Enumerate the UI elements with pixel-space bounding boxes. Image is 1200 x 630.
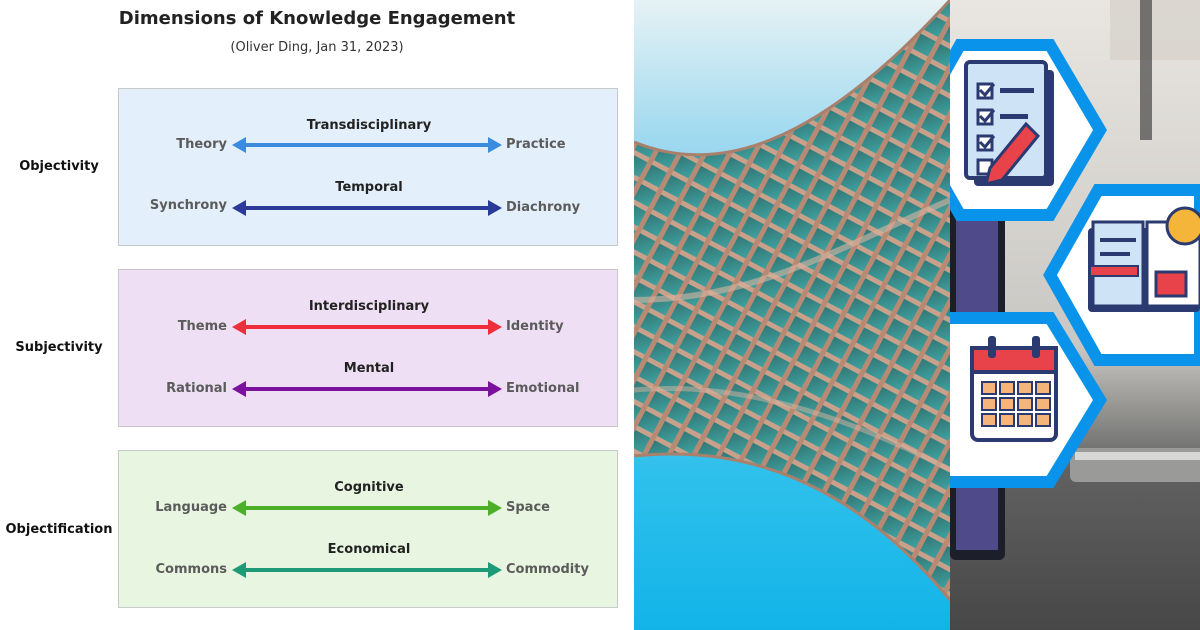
architecture-photo bbox=[634, 0, 950, 630]
dimension-left-label: Language bbox=[155, 500, 227, 515]
arrow-head-right bbox=[488, 381, 502, 397]
dimension-left-label: Synchrony bbox=[149, 198, 227, 213]
arrow-head-right bbox=[488, 562, 502, 578]
arrow-head-right bbox=[488, 319, 502, 335]
group-label-objectivity: Objectivity bbox=[19, 159, 99, 174]
dimension-title: Economical bbox=[327, 542, 411, 557]
arrow-head-left bbox=[232, 500, 246, 516]
dimension-right-label: Practice bbox=[506, 137, 566, 152]
dimension-left-label: Theme bbox=[177, 319, 227, 334]
double-arrow bbox=[232, 562, 502, 578]
checklist-notebook-calendar-image bbox=[950, 0, 1200, 630]
arrow-head-left bbox=[232, 200, 246, 216]
diagram-panel: Dimensions of Knowledge Engagement (Oliv… bbox=[5, 8, 618, 608]
arrow-head-right bbox=[488, 500, 502, 516]
group-box-subjectivity: Interdisciplinary Theme Identity Mental … bbox=[118, 269, 618, 427]
arrow-head-right bbox=[488, 200, 502, 216]
dimension-title: Interdisciplinary bbox=[308, 299, 430, 314]
group-box-objectivity: Transdisciplinary Theory Practice Tempor… bbox=[118, 88, 618, 246]
arrow-head-left bbox=[232, 319, 246, 335]
double-arrow bbox=[232, 500, 502, 516]
diagram-title: Dimensions of Knowledge Engagement bbox=[118, 8, 516, 29]
dimension-left-label: Theory bbox=[176, 137, 227, 152]
notebook-lightbulb-icon bbox=[1043, 184, 1200, 366]
dimension-right-label: Space bbox=[506, 500, 550, 515]
dimension-left-label: Rational bbox=[166, 381, 227, 396]
double-arrow bbox=[232, 200, 502, 216]
dimension-right-label: Identity bbox=[506, 319, 564, 334]
double-arrow bbox=[232, 137, 502, 153]
dimension-title: Temporal bbox=[335, 180, 403, 195]
double-arrow bbox=[232, 381, 502, 397]
productivity-icons-photo bbox=[950, 0, 1200, 630]
arrow-head-left bbox=[232, 137, 246, 153]
group-label-subjectivity: Subjectivity bbox=[15, 340, 103, 355]
dimension-right-label: Diachrony bbox=[506, 200, 581, 215]
diagram-subtitle: (Oliver Ding, Jan 31, 2023) bbox=[230, 40, 404, 55]
dimension-left-label: Commons bbox=[155, 562, 228, 577]
group-label-objectification: Objectification bbox=[5, 522, 113, 537]
dimension-right-label: Emotional bbox=[506, 381, 580, 396]
arrow-head-left bbox=[232, 381, 246, 397]
double-arrow bbox=[232, 319, 502, 335]
architecture-lattice-image bbox=[634, 0, 950, 630]
arrow-head-left bbox=[232, 562, 246, 578]
calendar-icon bbox=[950, 312, 1108, 488]
dimension-right-label: Commodity bbox=[506, 562, 589, 577]
group-box-objectification: Cognitive Language Space Economical Comm… bbox=[118, 450, 618, 608]
dimension-title: Transdisciplinary bbox=[306, 118, 432, 133]
dimension-title: Mental bbox=[343, 361, 395, 376]
checklist-icon bbox=[950, 39, 1107, 221]
dimension-title: Cognitive bbox=[334, 480, 404, 495]
arrow-head-right bbox=[488, 137, 502, 153]
